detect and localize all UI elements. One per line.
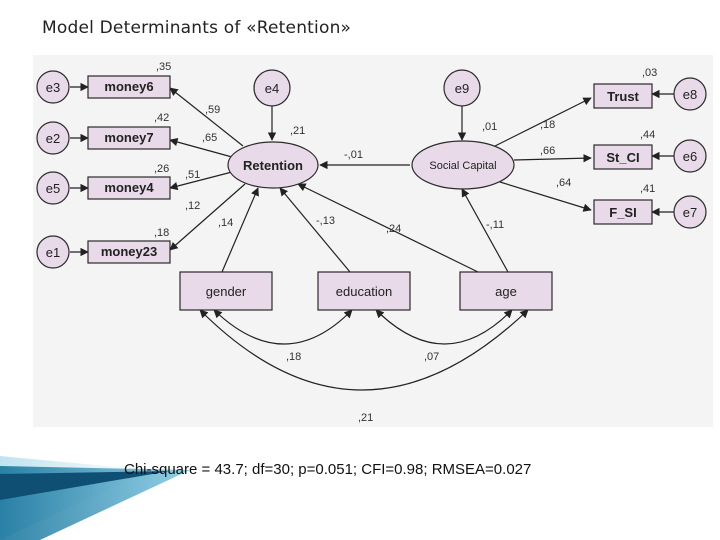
label-retention: Retention: [243, 158, 303, 173]
edge-ret-money4: [170, 172, 232, 188]
coef-r2-money7: ,42: [154, 112, 169, 124]
label-e9: e9: [455, 81, 469, 96]
label-money23: money23: [101, 244, 157, 259]
label-st-ci: St_CI: [606, 150, 639, 165]
coef-r2-money6: ,35: [156, 61, 171, 73]
model-fit-statistics: Chi-square = 43.7; df=30; p=0.051; CFI=0…: [124, 461, 531, 478]
label-e6: e6: [683, 149, 697, 164]
coef-load-money6: ,59: [205, 104, 220, 116]
label-e5: e5: [46, 181, 60, 196]
label-trust: Trust: [607, 89, 639, 104]
cov-education-age: [376, 310, 512, 344]
coef-load-money4: ,51: [185, 169, 200, 181]
coef-sc-retention: -,01: [344, 149, 363, 161]
label-social-capital: Social Capital: [429, 160, 496, 172]
coef-r2-retention: ,21: [290, 125, 305, 137]
label-money6: money6: [104, 79, 153, 94]
coef-education-retention: -,13: [316, 215, 335, 227]
coef-r2-trust: ,03: [642, 67, 657, 79]
coef-load-money7: ,65: [202, 132, 217, 144]
coef-gender-retention: ,14: [218, 217, 233, 229]
label-education: education: [336, 284, 392, 299]
edge-sc-fsi: [500, 182, 591, 210]
coef-load-trust: ,18: [540, 119, 555, 131]
edge-education-retention: [280, 188, 350, 272]
coef-r2-stci: ,44: [640, 129, 655, 141]
coef-r2-money23: ,18: [154, 227, 169, 239]
label-money7: money7: [104, 130, 153, 145]
label-e4: e4: [265, 81, 279, 96]
label-f-si: F_SI: [609, 205, 636, 220]
cov-gender-age: [200, 310, 528, 390]
label-e8: e8: [683, 87, 697, 102]
edge-ret-money23: [170, 184, 245, 250]
label-e3: e3: [46, 80, 60, 95]
coef-r2-fsi: ,41: [640, 183, 655, 195]
coef-load-fsi: ,64: [556, 177, 571, 189]
label-e7: e7: [683, 205, 697, 220]
coef-r2-social: ,01: [482, 121, 497, 133]
label-e1: e1: [46, 245, 60, 260]
edge-gender-retention: [222, 188, 258, 272]
label-gender: gender: [206, 284, 247, 299]
coef-cov-gender-age: ,21: [358, 412, 373, 424]
edge-sc-stci: [514, 158, 591, 160]
label-age: age: [495, 284, 517, 299]
coef-cov-gender-education: ,18: [286, 351, 301, 363]
coef-load-money23: ,12: [185, 200, 200, 212]
coef-cov-education-age: ,07: [424, 351, 439, 363]
label-money4: money4: [104, 180, 154, 195]
coef-age-social: -,11: [486, 219, 504, 231]
coef-load-stci: ,66: [540, 145, 555, 157]
cov-gender-education: [214, 310, 352, 344]
edge-ret-money7: [170, 140, 232, 157]
coef-age-retention: ,24: [386, 223, 401, 235]
coef-r2-money4: ,26: [154, 163, 169, 175]
label-e2: e2: [46, 131, 60, 146]
